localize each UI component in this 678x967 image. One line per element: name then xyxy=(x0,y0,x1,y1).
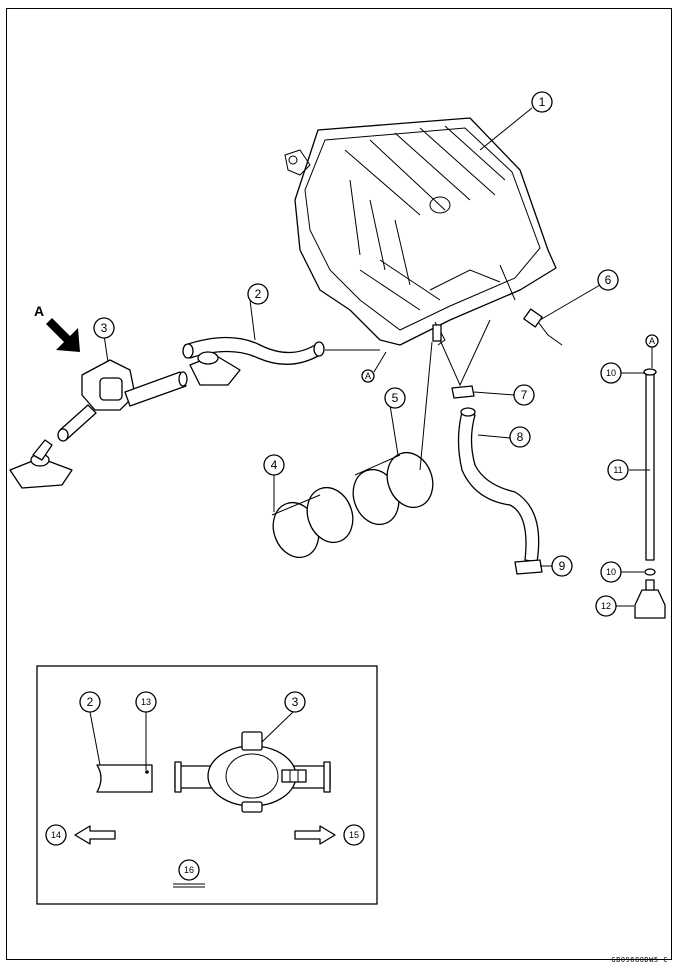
svg-text:15: 15 xyxy=(349,830,359,840)
callout-10-top: 10 xyxy=(600,362,622,384)
view-label: A xyxy=(34,303,44,319)
callout-12: 12 xyxy=(595,595,617,617)
hose-2 xyxy=(182,336,380,365)
callout-11: 11 xyxy=(607,459,629,481)
inset-callout-13: 13 xyxy=(135,691,157,713)
callout-5: 5 xyxy=(384,387,406,409)
leader-lines xyxy=(103,107,650,607)
reed-valve-cover-right xyxy=(189,351,241,386)
svg-text:13: 13 xyxy=(141,697,151,707)
callout-1: 1 xyxy=(531,91,553,113)
clamps xyxy=(271,451,434,559)
svg-text:14: 14 xyxy=(51,830,61,840)
diagram-frame xyxy=(6,8,672,960)
svg-text:9: 9 xyxy=(559,559,566,573)
drawing-code: GB09680DW5 C xyxy=(611,956,668,964)
air-switching-valve xyxy=(57,359,188,442)
svg-text:12: 12 xyxy=(601,601,611,611)
reed-valve-cover-left xyxy=(9,439,73,489)
svg-text:4: 4 xyxy=(271,458,278,472)
callout-3: 3 xyxy=(93,317,115,339)
callout-10-bottom: 10 xyxy=(600,561,622,583)
callout-8: 8 xyxy=(509,426,531,448)
svg-text:10: 10 xyxy=(606,567,616,577)
svg-text:3: 3 xyxy=(292,695,299,709)
svg-text:16: 16 xyxy=(184,865,194,875)
svg-text:6: 6 xyxy=(605,273,612,287)
inset-label-underline xyxy=(173,883,205,888)
svg-text:10: 10 xyxy=(606,368,616,378)
callout-2: 2 xyxy=(247,283,269,305)
drain-tube-assembly xyxy=(634,368,666,619)
callout-7: 7 xyxy=(513,384,535,406)
bolt xyxy=(523,308,563,346)
inset-callout-16: 16 xyxy=(178,859,200,881)
callout-6: 6 xyxy=(597,269,619,291)
view-arrow xyxy=(46,318,80,352)
svg-text:5: 5 xyxy=(392,391,399,405)
svg-text:A: A xyxy=(649,336,655,346)
svg-text:2: 2 xyxy=(87,695,94,709)
inset-callout-3: 3 xyxy=(284,691,306,713)
reference-marker-a-bottom: A xyxy=(361,369,375,383)
svg-text:8: 8 xyxy=(517,430,524,444)
inset-callout-2: 2 xyxy=(79,691,101,713)
svg-text:A: A xyxy=(365,371,371,381)
svg-text:3: 3 xyxy=(101,321,108,335)
svg-text:2: 2 xyxy=(255,287,262,301)
inset-callout-14: 14 xyxy=(45,824,67,846)
svg-text:7: 7 xyxy=(521,388,528,402)
callout-9: 9 xyxy=(551,555,573,577)
inset-callout-15: 15 xyxy=(343,824,365,846)
callout-4: 4 xyxy=(263,454,285,476)
svg-text:1: 1 xyxy=(539,95,546,109)
air-cleaner-housing xyxy=(284,117,557,346)
svg-text:11: 11 xyxy=(613,465,622,475)
drain-hose xyxy=(451,385,543,575)
reference-marker-a-top: A xyxy=(645,334,659,348)
